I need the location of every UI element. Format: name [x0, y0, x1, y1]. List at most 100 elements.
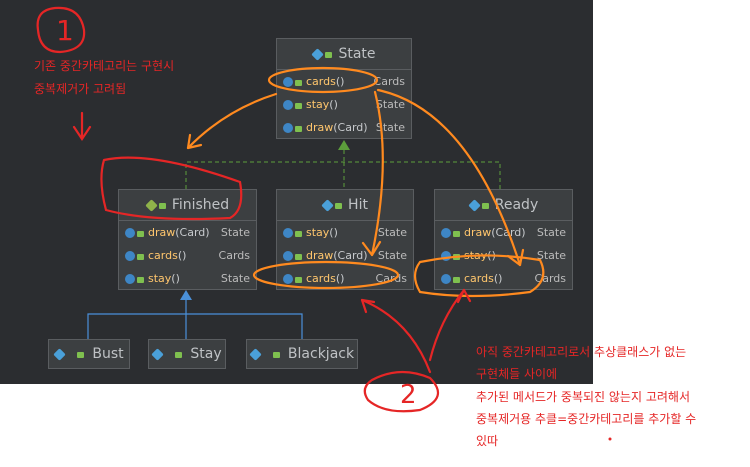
method-type: State — [220, 226, 250, 239]
class-ready-title: Ready — [494, 197, 539, 213]
method-icon — [125, 250, 135, 261]
method-name: stay() — [306, 226, 338, 239]
class-hit[interactable]: Hit stay() State draw(Card) State cards() C… — [276, 189, 414, 290]
method-icon — [441, 227, 451, 238]
lock-icon — [295, 102, 302, 109]
class-hit-title: Hit — [348, 197, 368, 213]
method-type: State — [220, 272, 250, 285]
method-type: Cards — [373, 75, 405, 88]
class-bust-title: Bust — [92, 346, 124, 362]
class-bust[interactable]: Bust — [48, 339, 130, 369]
method-type: Cards — [375, 272, 407, 285]
method-row[interactable]: stay() State — [277, 93, 411, 116]
annotation-number-2: 2 — [400, 380, 417, 410]
method-type: Cards — [218, 249, 250, 262]
method-name: cards() — [306, 75, 345, 88]
lock-icon — [335, 203, 343, 209]
lock-icon — [453, 230, 460, 237]
method-icon — [283, 250, 293, 261]
lock-icon — [137, 276, 144, 283]
method-type: State — [536, 226, 566, 239]
annotation-note-2-line5: 있따 — [476, 434, 499, 448]
implementation-lines — [185, 150, 501, 189]
lock-icon — [137, 253, 144, 260]
method-row[interactable]: stay() State — [119, 267, 256, 290]
lock-icon — [158, 203, 166, 209]
method-row[interactable]: stay() State — [277, 221, 413, 244]
highlight-ready-cards — [413, 254, 545, 298]
circle-two — [363, 370, 440, 413]
method-name: cards() — [306, 272, 345, 285]
method-row[interactable]: draw(Card) State — [277, 116, 411, 139]
class-finished[interactable]: Finished draw(Card)State cards() Cards st… — [118, 189, 257, 290]
class-blackjack-title: Blackjack — [287, 346, 355, 362]
red-dot — [608, 437, 612, 441]
method-row[interactable]: draw(Card) State — [277, 244, 413, 267]
method-icon — [283, 122, 293, 133]
method-name: cards() — [148, 249, 187, 262]
method-type: State — [377, 226, 407, 239]
method-row[interactable]: draw(Card)State — [435, 221, 572, 244]
highlight-hit-cards — [252, 260, 400, 290]
lock-icon — [325, 52, 333, 58]
lock-icon — [295, 125, 302, 132]
implementation-arrowhead — [338, 140, 350, 150]
method-icon — [283, 76, 293, 87]
method-type: State — [375, 121, 405, 134]
class-stay-title: Stay — [190, 346, 222, 362]
method-row[interactable]: cards() Cards — [277, 70, 411, 93]
method-icon — [441, 250, 451, 261]
lock-icon — [481, 203, 489, 209]
lock-icon — [137, 230, 144, 237]
class-finished-title: Finished — [171, 197, 230, 213]
method-row[interactable]: cards() Cards — [277, 267, 413, 290]
method-row[interactable]: draw(Card)State — [119, 221, 256, 244]
class-finished-header: Finished — [119, 190, 256, 221]
class-hit-header: Hit — [277, 190, 413, 221]
class-state[interactable]: State cards() Cards stay() State draw(Card… — [276, 38, 412, 139]
lock-icon — [175, 352, 183, 358]
method-icon — [283, 273, 293, 284]
orange-marks — [186, 66, 545, 298]
class-blackjack[interactable]: Blackjack — [246, 339, 358, 369]
lock-icon — [295, 230, 302, 237]
annotation-number-1: 1 — [56, 14, 74, 47]
lock-icon — [77, 352, 85, 358]
method-name: stay() — [148, 272, 180, 285]
circle-one — [36, 6, 86, 54]
method-name: stay() — [306, 98, 338, 111]
arrow-one — [72, 111, 92, 141]
method-type: State — [536, 249, 566, 262]
annotation-note-2-line3: 추가된 메서드가 중복되진 않는지 고려해서 — [476, 390, 690, 404]
lock-icon — [272, 352, 280, 358]
annotation-note-1-line2: 중복제거가 고려됨 — [34, 82, 127, 96]
annotation-note-1-line1: 기존 중간카테고리는 구현시 — [34, 59, 175, 73]
method-icon — [283, 99, 293, 110]
method-icon — [125, 227, 135, 238]
method-name: draw(Card) — [306, 249, 368, 262]
arrow-to-ready — [376, 88, 522, 267]
method-icon — [283, 227, 293, 238]
method-type: State — [375, 98, 405, 111]
method-icon — [441, 273, 451, 284]
class-ready[interactable]: Ready draw(Card)State stay()State cards(… — [434, 189, 573, 290]
arrow-to-finished — [186, 92, 278, 150]
method-row[interactable]: cards() Cards — [119, 244, 256, 267]
lock-icon — [295, 253, 302, 260]
annotation-note-2-line2: 구현체들 사이에 — [476, 367, 558, 381]
red-marks — [36, 6, 472, 413]
lock-icon — [295, 276, 302, 283]
inheritance-arrowhead — [180, 290, 192, 300]
arrow-to-ready-red — [428, 288, 466, 362]
class-state-title: State — [338, 46, 376, 62]
method-icon — [125, 273, 135, 284]
inheritance-lines — [87, 300, 303, 339]
highlight-finished-header — [100, 156, 243, 221]
method-name: draw(Card) — [306, 121, 368, 134]
annotation-note-2-line1: 아직 중간카테고리로서 추상클래스가 없는 — [476, 345, 687, 359]
highlight-state-cards — [267, 66, 379, 94]
method-name: cards() — [464, 272, 503, 285]
class-stay[interactable]: Stay — [148, 339, 226, 369]
method-type: State — [377, 249, 407, 262]
